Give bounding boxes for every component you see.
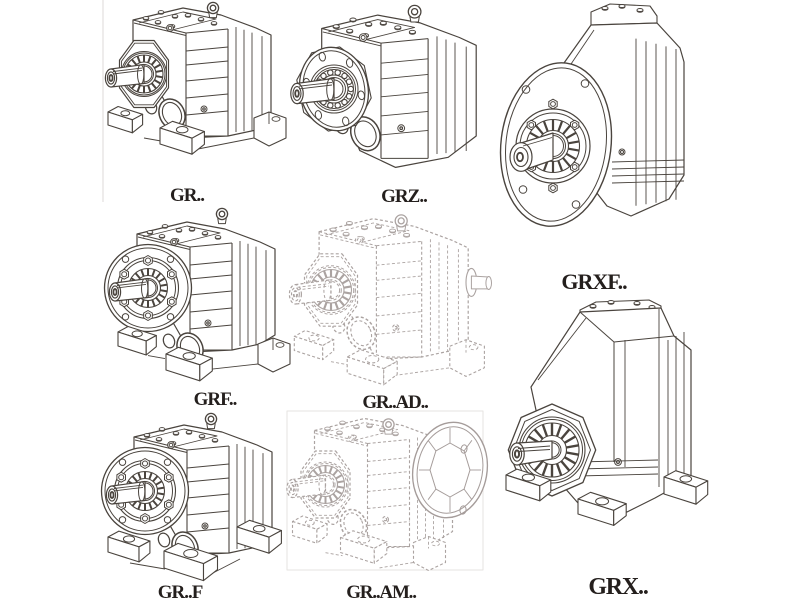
svg-text:GRX..: GRX..	[588, 574, 648, 600]
svg-text:GRZ..: GRZ..	[381, 186, 427, 207]
svg-text:GR..AD..: GR..AD..	[362, 392, 428, 413]
svg-text:GRXF..: GRXF..	[561, 269, 627, 294]
svg-text:GRF..: GRF..	[194, 389, 237, 410]
svg-text:GR..AM..: GR..AM..	[346, 582, 416, 600]
svg-text:GR..F: GR..F	[158, 582, 203, 600]
svg-text:GR..: GR..	[170, 185, 204, 206]
